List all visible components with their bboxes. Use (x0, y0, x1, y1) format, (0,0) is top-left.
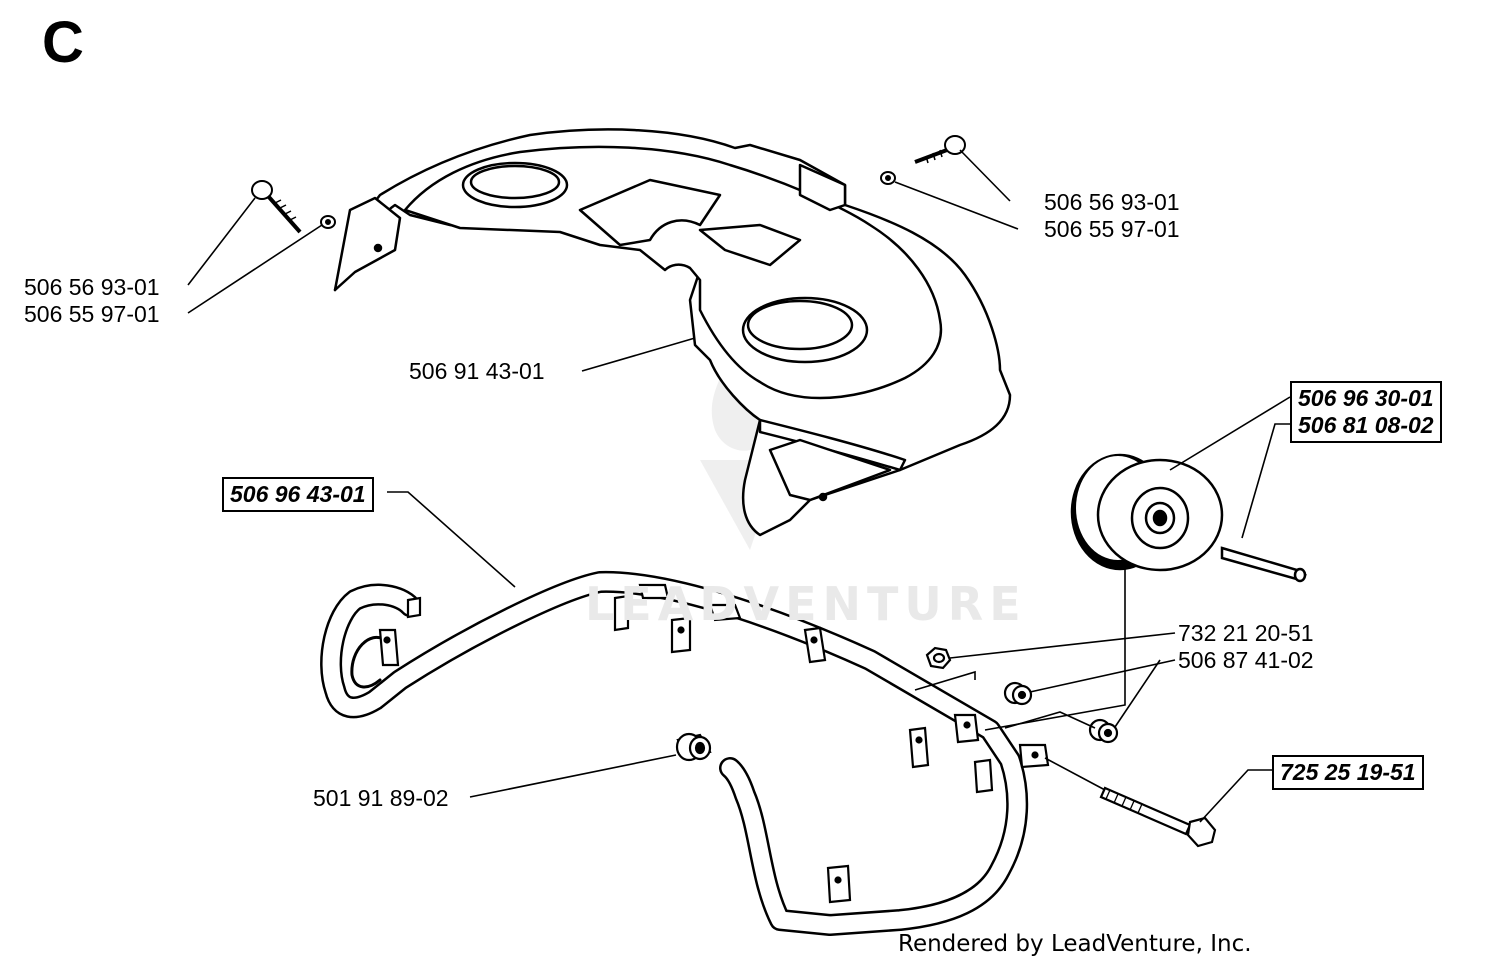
credit-text: Rendered by LeadVenture, Inc. (898, 931, 1252, 957)
callout-spacer[interactable]: 506 87 41-02 (1178, 647, 1314, 673)
callout-right-screw[interactable]: 506 56 93-01 (1044, 189, 1180, 215)
leader-lines (187, 149, 1291, 823)
spacer-lower (1088, 718, 1119, 744)
wheel (1070, 453, 1224, 572)
watermark-text: LEADVENTURE (585, 577, 1027, 631)
section-letter: C (42, 10, 84, 75)
callout-left-screw[interactable]: 506 56 93-01 (24, 274, 160, 300)
spacer-upper (1003, 681, 1033, 706)
callout-bolt-text: 725 25 19-51 (1280, 759, 1416, 785)
callout-bolt[interactable]: 725 25 19-51 (1272, 755, 1424, 790)
axle-pin (1220, 546, 1307, 583)
callout-bumper-frame-text: 506 96 43-01 (230, 481, 366, 507)
left-screw (251, 180, 302, 234)
callout-left-washer[interactable]: 506 55 97-01 (24, 301, 160, 327)
left-washer (320, 215, 336, 229)
nut (925, 646, 952, 670)
callout-deck-cover[interactable]: 506 91 43-01 (409, 358, 545, 384)
callout-wheel-box[interactable]: 506 96 30-01 506 81 08-02 (1290, 381, 1442, 443)
callout-nut[interactable]: 732 21 20-51 (1178, 620, 1314, 646)
callout-wheel-line2: 506 81 08-02 (1298, 412, 1434, 438)
right-screw (914, 135, 966, 164)
deck-cover (333, 128, 1012, 537)
bumper-tabs (378, 583, 1050, 904)
callout-bushing[interactable]: 501 91 89-02 (313, 785, 449, 811)
callout-wheel-line1: 506 96 30-01 (1298, 385, 1434, 411)
callout-right-washer[interactable]: 506 55 97-01 (1044, 216, 1180, 242)
right-washer (880, 171, 896, 185)
bolt (1099, 786, 1217, 848)
callout-bumper-frame[interactable]: 506 96 43-01 (222, 477, 374, 512)
bumper-frame (320, 570, 1029, 936)
bushing (675, 732, 712, 762)
